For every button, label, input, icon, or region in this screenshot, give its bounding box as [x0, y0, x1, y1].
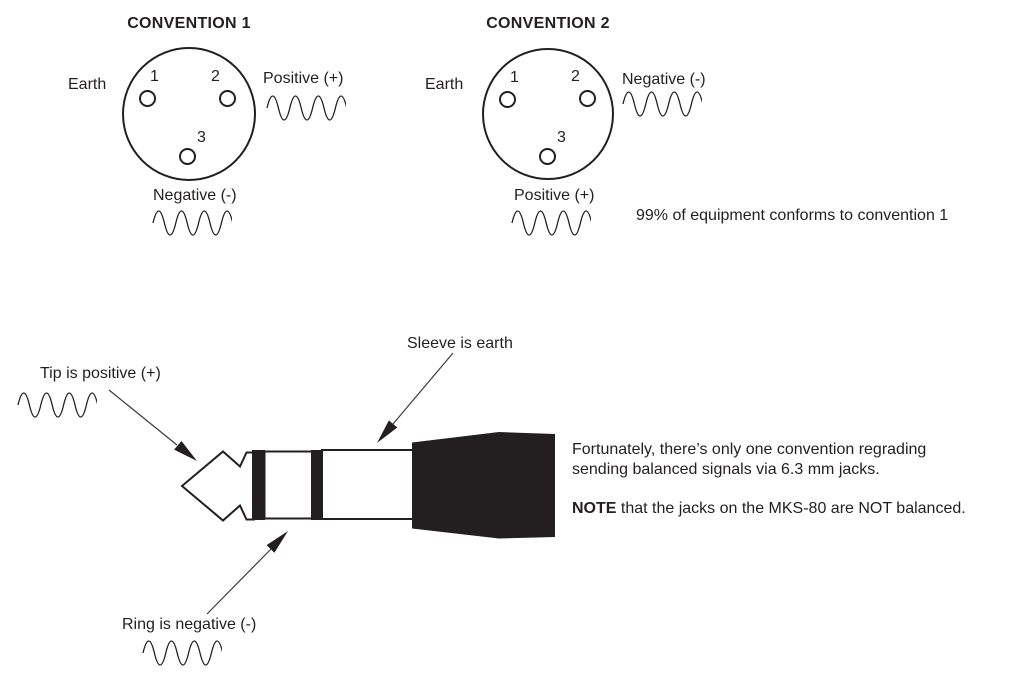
jack-ring-label: Ring is negative (-) [122, 616, 257, 633]
jack-insulator-band-2 [311, 450, 323, 520]
convention-2-pin-1-number: 1 [510, 69, 519, 86]
convention-2-pin2-signal-label: Negative (-) [622, 71, 706, 88]
sine-wave-icon [142, 640, 222, 666]
convention-1-pin-3-number: 3 [197, 129, 206, 146]
explanation-text-block: Fortunately, there’s only one convention… [572, 440, 1002, 519]
convention-2-pin-2-hole [579, 90, 596, 107]
convention-2-title: CONVENTION 2 [486, 15, 610, 32]
sine-wave-icon [152, 210, 232, 236]
tip-arrowhead-icon [174, 441, 197, 461]
jack-insulator-band-1 [252, 450, 265, 520]
convention-1-pin2-signal-label: Positive (+) [263, 70, 344, 87]
sine-wave-icon [622, 91, 702, 117]
mks80-note: NOTE that the jacks on the MKS-80 are NO… [572, 499, 1002, 519]
convention-1-title: CONVENTION 1 [127, 15, 251, 32]
ring-leader-line [206, 548, 272, 615]
explanation-line-2: sending balanced signals via 6.3 mm jack… [572, 461, 880, 478]
convention-1-pin-2-number: 2 [211, 68, 220, 85]
convention-2-pin-2-number: 2 [571, 68, 580, 85]
convention-2-pin-1-hole [499, 91, 516, 108]
convention-2-earth-label: Earth [425, 76, 464, 93]
tip-leader-line [108, 389, 178, 446]
jack-ring-section [263, 450, 314, 520]
convention-1-pin-2-hole [219, 90, 236, 107]
note-keyword: NOTE [572, 500, 617, 517]
convention-1-pin-3-hole [179, 148, 196, 165]
convention-2-pin-3-hole [539, 148, 556, 165]
sine-wave-icon [511, 210, 591, 236]
jack-sleeve-label: Sleeve is earth [407, 335, 513, 352]
note-text: that the jacks on the MKS-80 are NOT bal… [616, 500, 966, 517]
convention-1-pin3-signal-label: Negative (-) [153, 187, 237, 204]
convention-2-pin-3-number: 3 [557, 129, 566, 146]
convention-1-pin-1-number: 1 [150, 68, 159, 85]
jack-sleeve-section [321, 449, 414, 520]
sine-wave-icon [266, 95, 346, 121]
convention-1-earth-label: Earth [68, 76, 107, 93]
ring-arrowhead-icon [266, 531, 288, 553]
sine-wave-icon [17, 392, 97, 418]
convention-2-connector-circle [482, 48, 614, 180]
jack-tip-shape [180, 450, 255, 522]
sleeve-leader-line [392, 352, 454, 425]
conformance-note: 99% of equipment conforms to convention … [636, 207, 949, 224]
convention-1-pin-1-hole [139, 90, 156, 107]
explanation-line-1: Fortunately, there’s only one convention… [572, 441, 927, 458]
jack-handle-body [412, 432, 555, 539]
convention-2-pin3-signal-label: Positive (+) [514, 187, 595, 204]
sleeve-arrowhead-icon [377, 420, 398, 443]
jack-tip-label: Tip is positive (+) [40, 365, 161, 382]
